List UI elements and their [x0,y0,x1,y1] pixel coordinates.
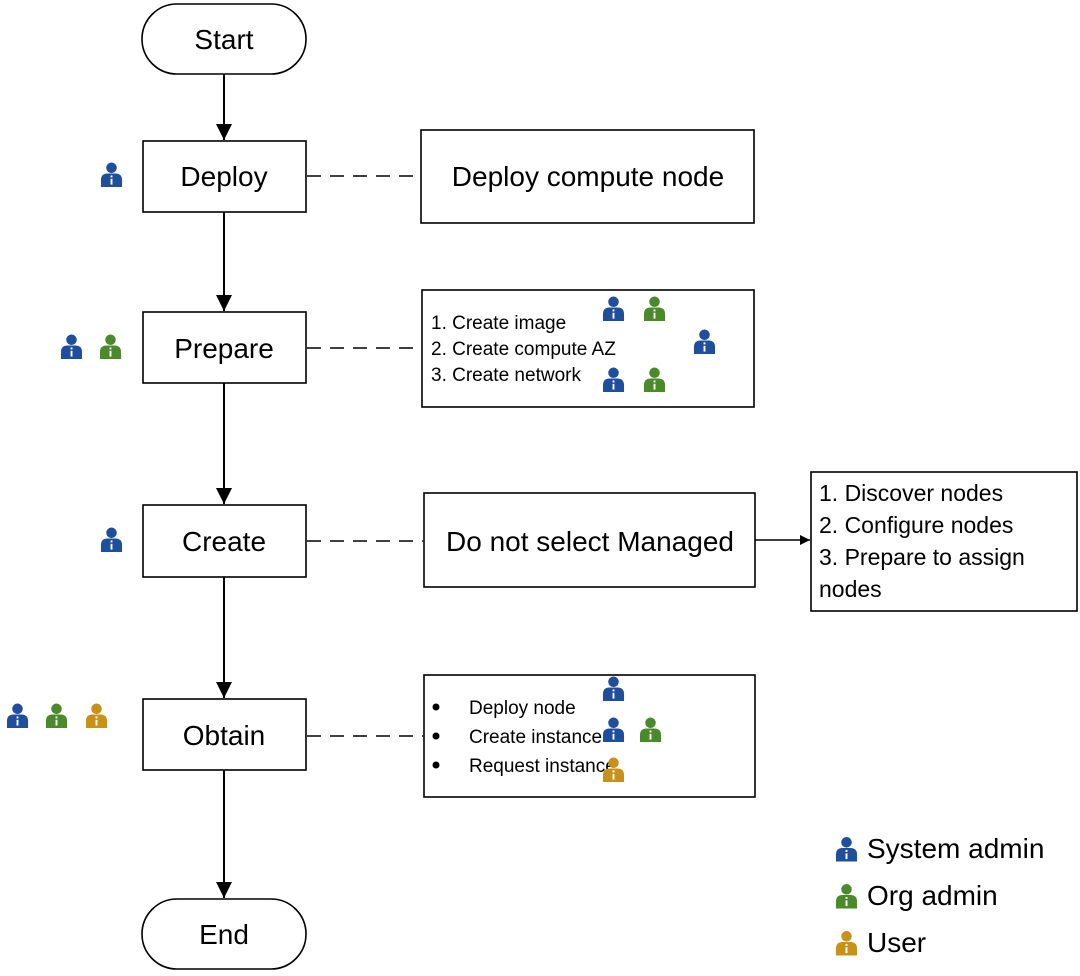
detail-create-box: Do not select Managed [423,492,756,588]
detail-create-text: Do not select Managed [446,526,734,557]
nodes-box: 1. Discover nodes 2. Configure nodes 3. … [810,471,1078,612]
obtain-item-3: Request instance [469,756,616,777]
org-admin-icon [45,703,68,728]
detail-deploy-text: Deploy compute node [452,161,724,192]
detail-deploy-box: Deploy compute node [420,129,755,224]
org-admin-icon [99,334,122,359]
bullet [432,732,440,740]
step-create-label: Create [182,526,266,557]
nodes-item-1: 1. Discover nodes [819,480,1003,506]
system-admin-icon [6,703,29,728]
user-icon [85,703,108,728]
obtain-item-2: Create instance [469,727,602,748]
step-create: Create [142,504,307,578]
user-icon [835,931,858,956]
obtain-item-1: Deploy node [469,698,576,719]
step-deploy: Deploy [142,140,307,213]
end-label: End [199,919,249,950]
system-admin-icon [100,162,123,187]
prepare-item-3: 3. Create network [431,365,581,386]
dashed-connectors [307,175,423,737]
step-prepare-label: Prepare [174,333,274,364]
legend: System admin Org admin User [835,833,1044,958]
bullet [432,761,440,769]
nodes-item-2: 2. Configure nodes [819,512,1013,538]
legend-system-admin-label: System admin [867,833,1044,864]
nodes-item-3: 3. Prepare to assign [819,544,1025,570]
org-admin-icon [835,884,858,909]
detail-obtain-box: Deploy node Create instance Request inst… [423,674,756,798]
step-role-icons [6,162,123,728]
start-label: Start [194,24,253,55]
legend-user-label: User [867,927,926,958]
step-deploy-label: Deploy [180,161,267,192]
nodes-item-3-cont: nodes [819,576,882,602]
bullet [432,703,440,711]
prepare-item-2: 2. Create compute AZ [431,339,616,360]
end-terminal: End [141,898,307,970]
step-obtain: Obtain [142,698,307,771]
system-admin-icon [100,527,123,552]
system-admin-icon [60,334,83,359]
start-terminal: Start [141,3,307,75]
legend-org-admin-label: Org admin [867,880,998,911]
prepare-item-1: 1. Create image [431,313,566,334]
step-obtain-label: Obtain [183,720,266,751]
system-admin-icon [835,837,858,862]
step-prepare: Prepare [142,311,307,384]
